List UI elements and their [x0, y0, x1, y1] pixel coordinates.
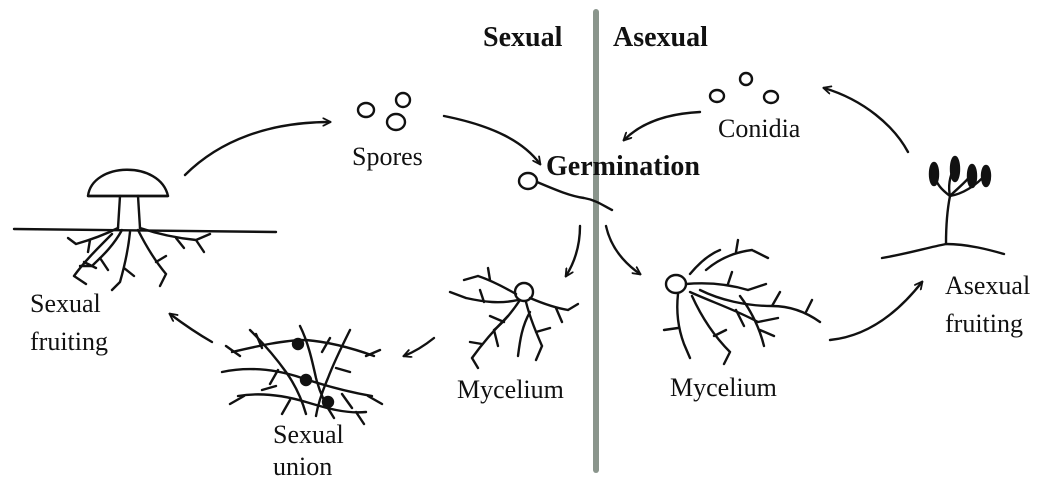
mushroom-fruiting-body-drawing	[14, 170, 276, 290]
asexual-fruiting-label-line2: fruiting	[945, 308, 1023, 340]
arrow-asexual-fruiting-to-conidia	[824, 88, 908, 152]
arrow-germination-to-right-mycelium	[606, 226, 640, 274]
arrow-spores-to-germination	[444, 116, 540, 164]
spores-label: Spores	[352, 141, 423, 173]
asexual-fruiting-label-line1: Asexual	[945, 270, 1030, 302]
arrow-mycelium-to-asexual-fruiting	[830, 282, 922, 340]
sexual-union-label-line1: Sexual	[273, 419, 344, 451]
spores-drawing	[358, 93, 410, 130]
arrow-union-to-fruiting	[170, 314, 212, 342]
sexual-section-heading: Sexual	[483, 22, 562, 54]
mycelium-left-label: Mycelium	[457, 374, 564, 406]
sexual-fruiting-label-line1: Sexual	[30, 288, 101, 320]
arrow-mycelium-to-union	[404, 338, 434, 356]
conidia-label: Conidia	[718, 113, 800, 145]
arrow-germination-to-left-mycelium	[566, 226, 580, 276]
asexual-section-heading: Asexual	[613, 22, 708, 54]
conidia-drawing	[710, 73, 778, 103]
mycelium-right-label: Mycelium	[670, 372, 777, 404]
mycelium-left-drawing	[450, 268, 578, 368]
sexual-fruiting-label-line2: fruiting	[30, 326, 108, 358]
arrow-conidia-to-germination	[624, 112, 700, 140]
germination-label: Germination	[546, 151, 700, 183]
sexual-union-label-line2: union	[273, 451, 332, 483]
sexual-union-drawing	[222, 326, 382, 424]
conidiophore-drawing	[882, 157, 1004, 258]
mycelium-right-drawing	[664, 240, 820, 364]
arrow-fruiting-to-spores	[185, 122, 330, 175]
